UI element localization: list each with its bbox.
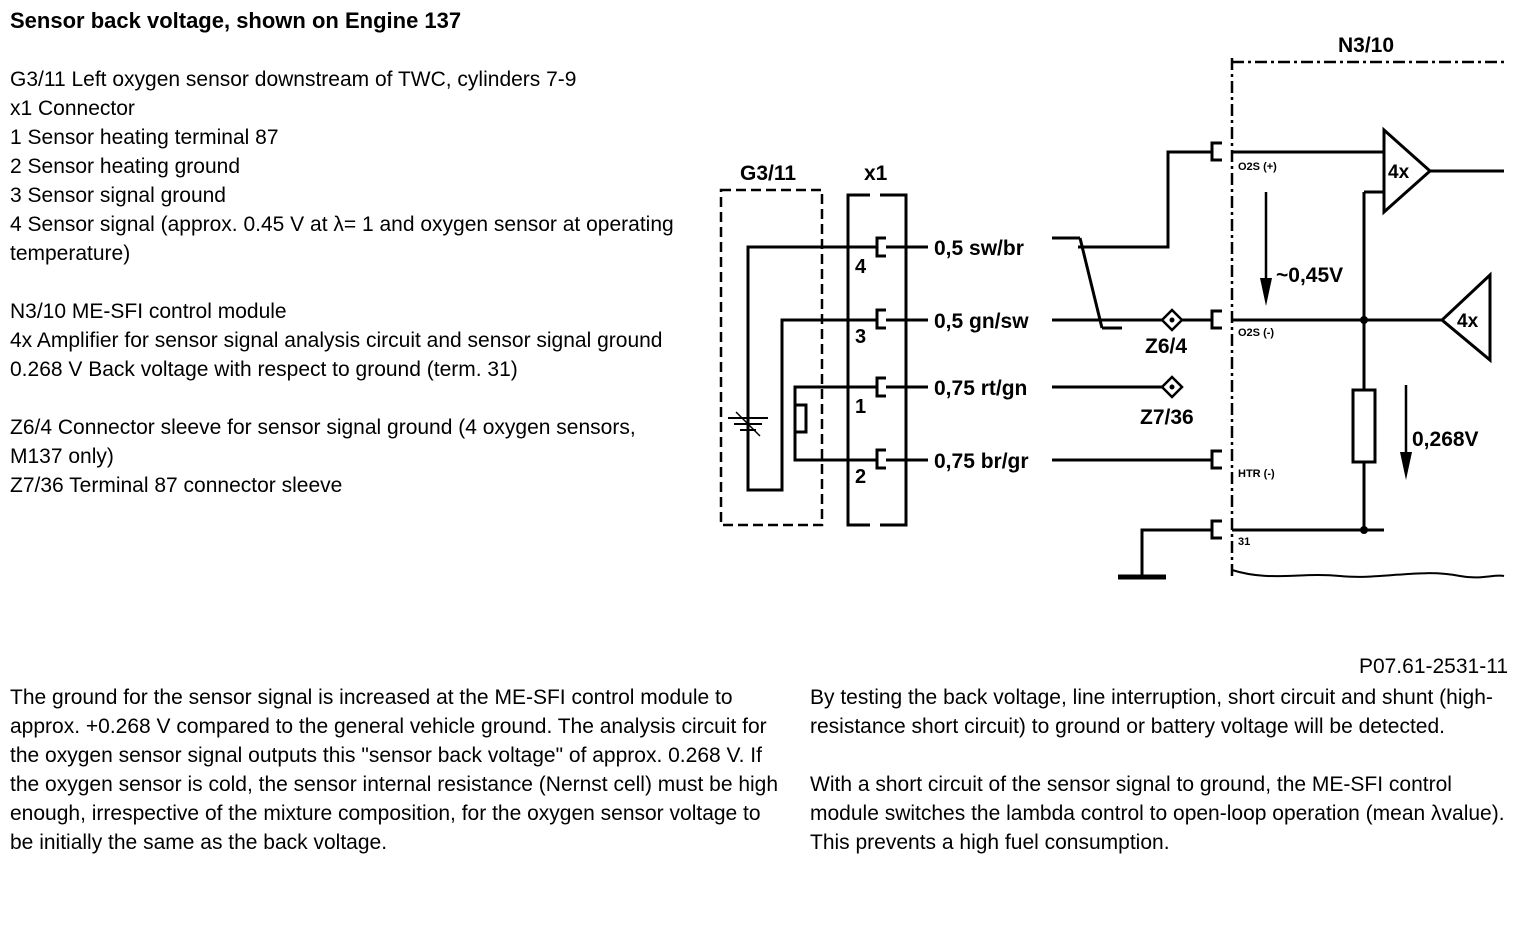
- label-sleeve-z6-4: Z6/4: [1145, 335, 1187, 358]
- label-sleeve-z7-36: Z7/36: [1140, 406, 1194, 429]
- sensor-signal-loop: [746, 245, 878, 492]
- legend-item: Z6/4 Connector sleeve for sensor signal …: [10, 416, 636, 468]
- terminal-label: O2S (-): [1238, 327, 1274, 339]
- legend-item: x1 Connector: [10, 97, 135, 120]
- wire-label: 0,5 sw/br: [934, 237, 1024, 260]
- legend-item: G3/11 Left oxygen sensor downstream of T…: [10, 68, 577, 91]
- paragraph-left: The ground for the sensor signal is incr…: [10, 686, 779, 854]
- wire-label: 0,75 rt/gn: [934, 377, 1027, 400]
- sensor-box: [719, 188, 824, 527]
- paragraph: By testing the back voltage, line interr…: [810, 686, 1493, 738]
- wire-label: 0,75 br/gr: [934, 450, 1029, 473]
- label-connector: x1: [864, 162, 888, 185]
- legend-item: 0.268 V Back voltage with respect to gro…: [10, 358, 518, 381]
- amplifier-upper: [1382, 126, 1433, 216]
- pin-label: 2: [855, 466, 866, 488]
- legend-item: 3 Sensor signal ground: [10, 184, 226, 207]
- paragraph-right: By testing the back voltage, line interr…: [810, 683, 1510, 857]
- wire-label: 0,5 gn/sw: [934, 310, 1029, 333]
- legend: G3/11 Left oxygen sensor downstream of T…: [10, 65, 680, 500]
- page-title: Sensor back voltage, shown on Engine 137: [10, 8, 462, 33]
- label-sensor: G3/11: [740, 162, 796, 185]
- legend-item: N3/10 ME-SFI control module: [10, 300, 287, 323]
- connector-body: [846, 193, 870, 527]
- legend-item: 4 Sensor signal (approx. 0.45 V at λ= 1 …: [10, 213, 674, 265]
- terminal-label: O2S (+): [1238, 161, 1277, 173]
- amplifier-lower: [1439, 271, 1492, 364]
- terminal-label: HTR (-): [1238, 468, 1275, 480]
- resistor: [1351, 388, 1377, 464]
- pin-label: 1: [855, 396, 866, 418]
- figure-reference: P07.61-2531-11: [1358, 655, 1508, 678]
- arrow-0268v: [1400, 452, 1412, 480]
- pin-label: 4: [855, 256, 867, 278]
- heater-element: [793, 403, 808, 434]
- voltage-label: 0,268V: [1412, 428, 1479, 451]
- amplifier-label: 4x: [1457, 311, 1479, 332]
- paragraph: With a short circuit of the sensor signa…: [810, 773, 1505, 854]
- legend-item: 2 Sensor heating ground: [10, 155, 241, 178]
- terminal-label: 31: [1238, 536, 1250, 548]
- legend-item: 4x Amplifier for sensor signal analysis …: [10, 329, 663, 352]
- amplifier-label: 4x: [1388, 162, 1410, 183]
- legend-item: 1 Sensor heating terminal 87: [10, 126, 279, 149]
- voltage-label: ~0,45V: [1276, 264, 1343, 287]
- arrow-045v: [1260, 278, 1272, 306]
- label-module: N3/10: [1338, 34, 1394, 57]
- pin-label: 3: [855, 326, 866, 348]
- legend-item: Z7/36 Terminal 87 connector sleeve: [10, 474, 343, 497]
